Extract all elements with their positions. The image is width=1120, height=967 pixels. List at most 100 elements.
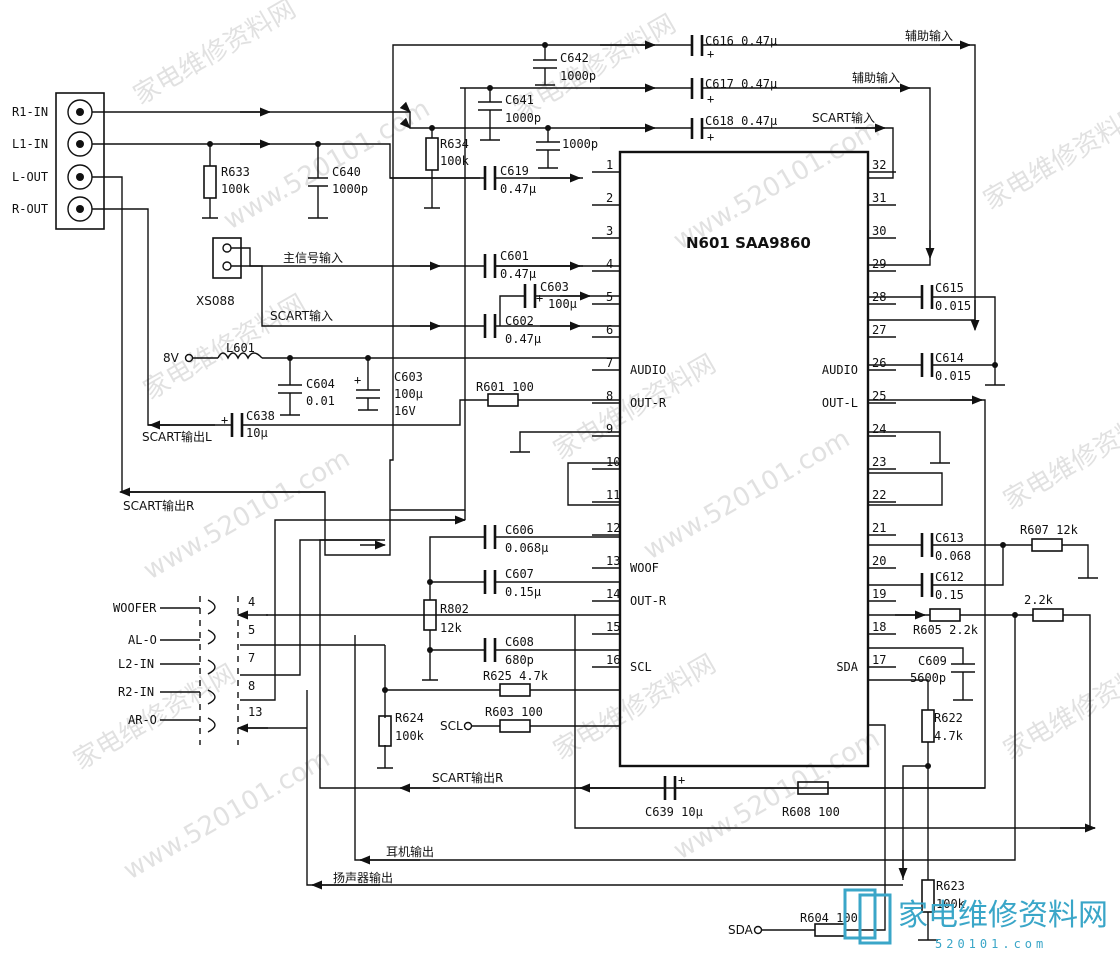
- c614-label: C614: [935, 351, 964, 365]
- inductor-label: L601: [226, 341, 255, 355]
- pin-number: 32: [872, 158, 886, 172]
- watermark: 家电维修资料网: [129, 0, 302, 111]
- chip-title: N601 SAA9860: [686, 234, 811, 252]
- c602-value: 0.47μ: [505, 332, 541, 346]
- c643-value: 1000p: [562, 137, 598, 151]
- pin-number: 19: [872, 587, 886, 601]
- pin-number: 31: [872, 191, 886, 205]
- c639-r608-group: + C639 10μ R608 100 SCART输出R: [319, 539, 985, 819]
- pin-number: 24: [872, 422, 886, 436]
- svg-text:+: +: [707, 130, 714, 144]
- aux-in-label: 辅助输入: [852, 70, 900, 85]
- chip-pin-23: 23: [868, 455, 896, 470]
- r605-label: R605 2.2k: [913, 623, 979, 637]
- chip-pin-11: 11: [592, 488, 620, 503]
- r633-label: R633: [221, 165, 250, 179]
- pin-number: 10: [606, 455, 620, 469]
- watermark: 家电维修资料网: [999, 399, 1120, 516]
- c603a-label: C603: [540, 280, 569, 294]
- connector-pin-label: AR-O: [128, 713, 157, 727]
- r634-label: R634: [440, 137, 469, 151]
- jack-panel: R1-IN L1-IN L-OUT R-OUT: [12, 92, 105, 230]
- pin-number: 2: [606, 191, 613, 205]
- connector-pin-number: 13: [248, 705, 262, 719]
- pin-number: 1: [606, 158, 613, 172]
- chip-pin-9: 9: [592, 422, 620, 437]
- c617-label: C617 0.47μ: [705, 77, 777, 91]
- r625-group: R625 4.7k R624 100k: [377, 669, 620, 769]
- output-labels: 耳机输出 扬声器输出: [306, 690, 903, 890]
- c607-value: 0.15μ: [505, 585, 541, 599]
- chip-pin-4: 4: [592, 257, 620, 272]
- jack-l-out: [67, 164, 93, 190]
- c642-value: 1000p: [560, 69, 596, 83]
- jack-r-out: [67, 196, 93, 222]
- c640-group: C640 1000p: [308, 141, 368, 219]
- connector-pin-number: 7: [248, 651, 255, 665]
- pin-name: AUDIO: [630, 363, 666, 377]
- pin-number: 15: [606, 620, 620, 634]
- sda-wiring: R604 100 SDA: [728, 724, 886, 937]
- scart-in-label: SCART输入: [270, 308, 333, 323]
- c609-group: C609 5600p: [868, 647, 975, 701]
- supply-voltage: 8V: [163, 351, 180, 365]
- chip-pin-12: 12: [592, 521, 620, 536]
- r624-label: R624: [395, 711, 424, 725]
- watermark: www.520101.com: [639, 424, 856, 566]
- c603a-value: 100μ: [548, 297, 577, 311]
- r634-group: R634 100k: [424, 123, 657, 209]
- jack-label: R-OUT: [12, 202, 48, 216]
- r633-value: 100k: [221, 182, 251, 196]
- pin-number: 22: [872, 488, 886, 502]
- svg-text:+: +: [354, 373, 361, 387]
- watermark: 家电维修资料网: [979, 99, 1120, 216]
- c615-label: C615: [935, 281, 964, 295]
- r-22k-label: 2.2k: [1024, 593, 1054, 607]
- c615-c614-group: C615 0.015 C614 0.015: [868, 281, 1005, 386]
- pin-number: 30: [872, 224, 886, 238]
- r622-label: R622: [934, 711, 963, 725]
- watermark: www.520101.com: [219, 94, 436, 236]
- jack-r1-in: [67, 99, 93, 125]
- c609-value: 5600p: [910, 671, 946, 685]
- chip-pin-1: 1: [592, 158, 620, 173]
- svg-text:+: +: [707, 92, 714, 106]
- chip-pin-3: 3: [592, 224, 620, 239]
- logo-text: 家电维修资料网: [898, 898, 1108, 933]
- headphone-out-label: 耳机输出: [386, 844, 434, 859]
- pin-number: 29: [872, 257, 886, 271]
- c608-value: 680p: [505, 653, 534, 667]
- c608-label: C608: [505, 635, 534, 649]
- c602-label: C602: [505, 314, 534, 328]
- r802-value: 12k: [440, 621, 462, 635]
- watermark: www.520101.com: [669, 724, 886, 866]
- pin-number: 21: [872, 521, 886, 535]
- c619-label: C619: [500, 164, 529, 178]
- connector-pin-number: 5: [248, 623, 255, 637]
- watermark: www.520101.com: [119, 744, 336, 886]
- svg-text:+: +: [221, 413, 228, 427]
- c603b-label: C603: [394, 370, 423, 384]
- c641-label: C641: [505, 93, 534, 107]
- pin-number: 13: [606, 554, 620, 568]
- c638-label: C638: [246, 409, 275, 423]
- c615-value: 0.015: [935, 299, 971, 313]
- c603b-value: 100μ: [394, 387, 423, 401]
- c613-value: 0.068: [935, 549, 971, 563]
- c612-value: 0.15: [935, 588, 964, 602]
- pin25-24-23: [868, 431, 950, 506]
- pin-name: SDA: [836, 660, 858, 674]
- pin-number: 14: [606, 587, 620, 601]
- pin-number: 17: [872, 653, 886, 667]
- chip-pin-27: 27: [868, 323, 896, 338]
- chip-pin-5: 5: [592, 290, 620, 305]
- connector-pin-number: 4: [248, 595, 255, 609]
- chip-pin-22: 22: [868, 488, 896, 503]
- connector-pin-number: 8: [248, 679, 255, 693]
- r601-label: R601 100: [476, 380, 534, 394]
- supply-8v: 8V L601 C604 0.01 + C603 100μ 16V: [163, 341, 620, 418]
- pin-number: 11: [606, 488, 620, 502]
- c640-value: 1000p: [332, 182, 368, 196]
- chip-pin-31: 31: [868, 191, 896, 206]
